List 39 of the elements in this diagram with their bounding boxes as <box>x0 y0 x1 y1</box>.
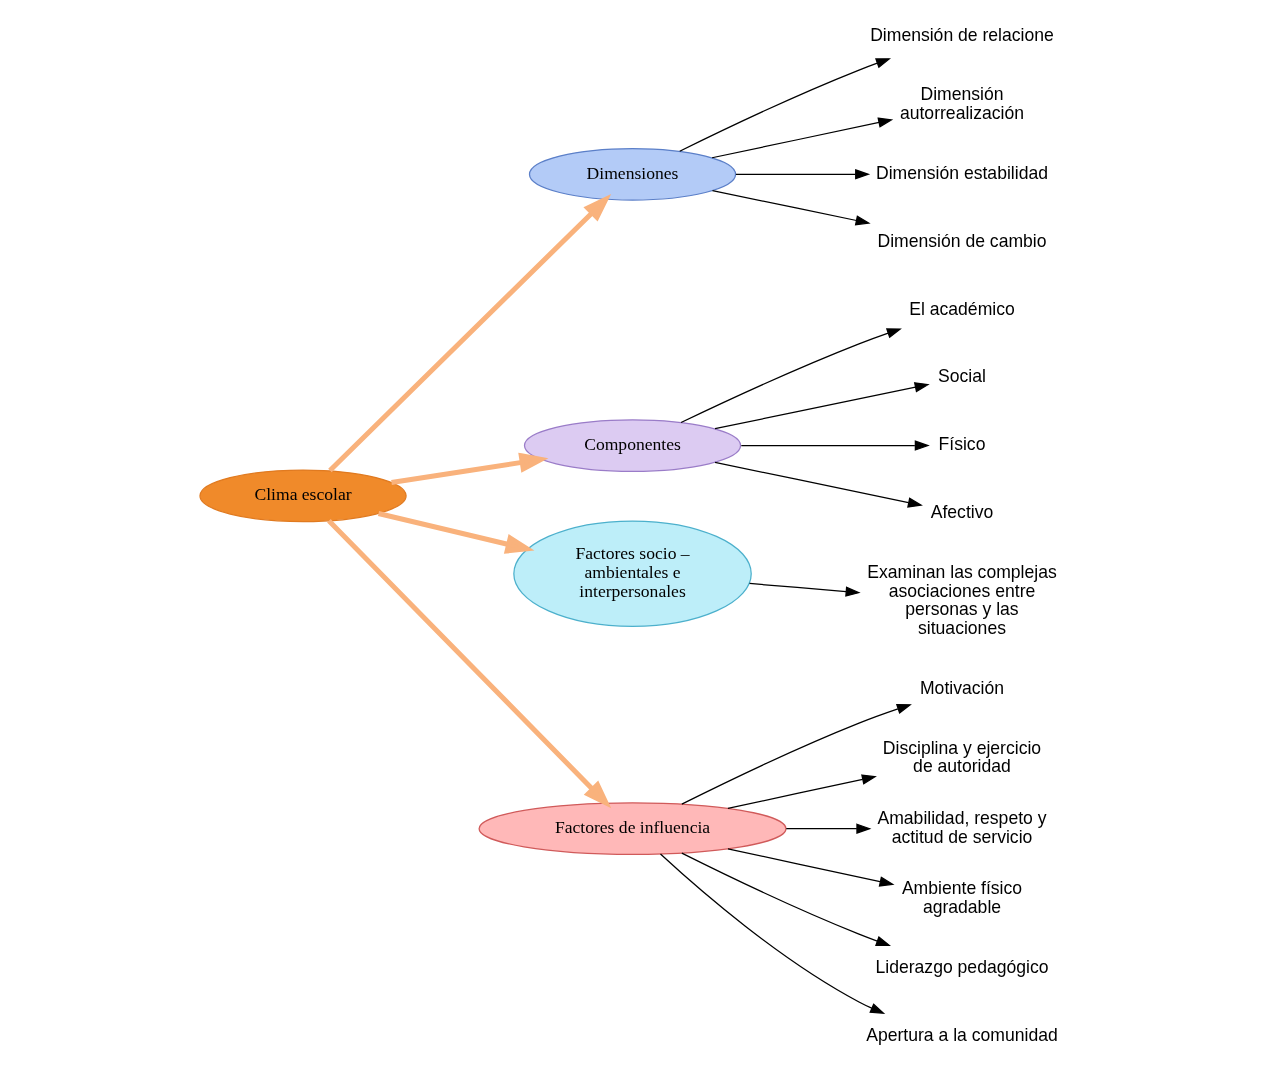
node-text: Disciplina y ejercicio de autoridad <box>882 737 1041 777</box>
arrow <box>327 194 611 473</box>
node-text: Dimensión autorrealización <box>899 84 1024 124</box>
arrow <box>678 58 891 152</box>
node-ellipse: Clima escolar <box>198 469 407 523</box>
arrow <box>726 848 895 887</box>
node-text: Apertura a la comunidad <box>865 1024 1058 1045</box>
arrow <box>713 382 930 430</box>
node-text: Dimensión de relacione <box>869 24 1054 45</box>
arrow <box>740 440 930 451</box>
arrow <box>711 190 871 226</box>
node-text: Examinan las complejas asociaciones entre personas y las situaciones <box>866 561 1057 639</box>
arrow <box>326 519 611 809</box>
arrow <box>390 452 548 485</box>
arrow <box>680 852 891 946</box>
node-ellipse: Factores de influencia <box>478 802 787 855</box>
arrow <box>713 461 923 508</box>
arrow <box>680 703 912 805</box>
node-text: Liderazgo pedagógico <box>874 956 1048 977</box>
arrow <box>734 169 870 180</box>
node-text: Social <box>937 366 986 387</box>
node-ellipse: Dimensiones <box>528 147 736 201</box>
node-ellipse: Factores socio – ambientales e interpersonales <box>512 520 752 627</box>
arrow <box>710 117 893 159</box>
arrow <box>726 774 877 809</box>
arrow <box>748 582 861 597</box>
arrow <box>679 328 902 424</box>
node-ellipse: Componentes <box>523 419 741 472</box>
node-text: El académico <box>908 298 1015 319</box>
arrow <box>785 823 871 834</box>
node-text: Amabilidad, respeto y actitud de servicio <box>876 807 1047 847</box>
node-text: Afectivo <box>930 502 993 523</box>
node-text: Dimensión estabilidad <box>875 162 1048 183</box>
arrow <box>659 853 885 1014</box>
node-text: Físico <box>938 434 985 455</box>
node-text: Motivación <box>919 677 1004 698</box>
node-text: Ambiente físico agradable <box>901 878 1022 918</box>
arrow <box>377 511 534 554</box>
node-text: Dimensión de cambio <box>876 230 1047 251</box>
